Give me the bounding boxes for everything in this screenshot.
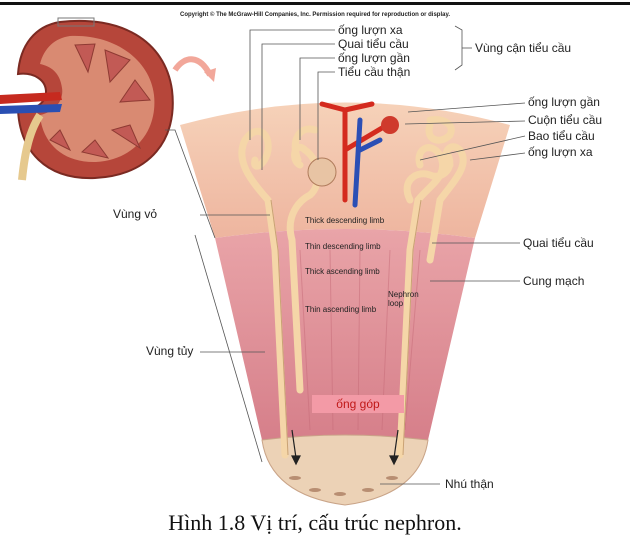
label-thin-ascending-limb: Thin ascending limb [305,305,377,314]
label-distal-tubule-top: ống lượn xa [338,23,403,37]
blood-vessels [319,101,385,208]
label-glomerulus-tuft: Cuộn tiểu cầu [528,113,603,127]
label-loop-right: Quai tiểu cầu [523,236,594,250]
label-thin-descending-limb: Thin descending limb [305,242,381,251]
label-thick-ascending-limb: Thick ascending limb [305,267,380,276]
figure-caption: Hình 1.8 Vị trí, cấu trúc nephron. [168,510,462,535]
label-proximal-tubule-right: ống lượn gần [528,95,600,109]
glomerulus-tuft [381,116,399,134]
label-glomerulus-top: Tiểu cầu thận [338,65,411,79]
bowman-capsule [307,157,337,187]
label-bowman-capsule: Bao tiểu cầu [528,129,595,143]
label-proximal-tubule-top: ống lượn gần [338,51,410,65]
label-cortex: Vùng vỏ [113,207,158,221]
zoom-arrow-head [204,68,216,82]
label-nephron-loop: Nephron loop [388,290,419,308]
label-renal-papilla: Nhú thận [445,477,494,491]
label-collecting-duct: ống góp [312,395,404,413]
leader-lines [165,25,526,485]
zoom-arrow [172,56,213,77]
label-arcuate-vessel: Cung mạch [523,274,585,288]
label-distal-tubule-right: ống lượn xa [528,145,593,159]
label-loop-top: Quai tiểu cầu [338,37,409,51]
label-juxtaglomerular-region: Vùng cận tiểu cầu [475,41,572,55]
kidney-thumbnail [0,17,174,181]
label-thick-descending-limb: Thick descending limb [305,216,385,225]
top-rule [0,2,630,5]
copyright-notice: Copyright © The McGraw-Hill Companies, I… [179,12,451,18]
collecting-duct-arrows [291,429,399,466]
tubule-outlines [270,199,422,456]
label-medulla: Vùng tủy [146,344,194,358]
